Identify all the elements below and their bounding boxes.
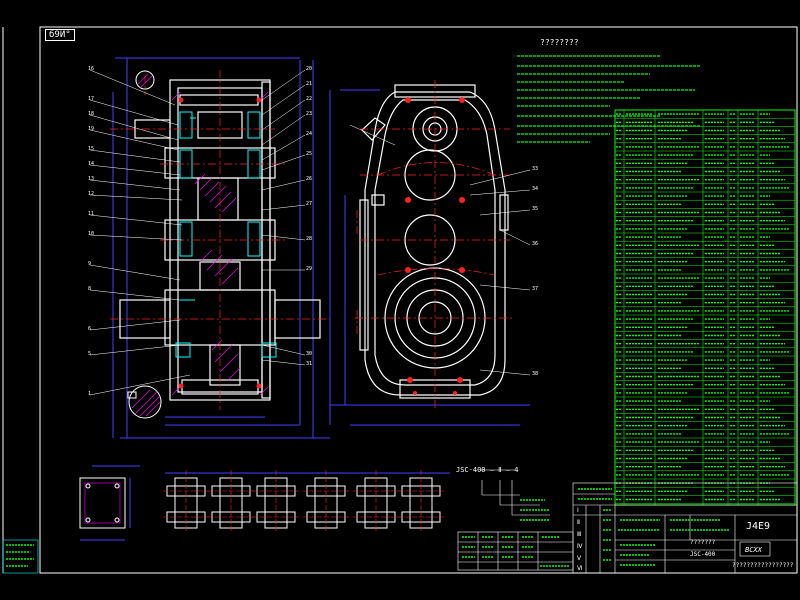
- svg-text:37: 37: [532, 286, 538, 292]
- svg-text:Ⅰ: Ⅰ: [577, 507, 579, 514]
- svg-text:11: 11: [88, 211, 94, 217]
- svg-text:14: 14: [88, 161, 94, 167]
- svg-text:8: 8: [88, 286, 91, 292]
- coupling-detail: [208, 470, 254, 532]
- svg-text:Ⅲ: Ⅲ: [577, 531, 581, 538]
- svg-text:Ⅳ: Ⅳ: [577, 543, 583, 550]
- svg-text:23: 23: [306, 111, 312, 117]
- title-block-name: ???????: [690, 539, 716, 546]
- svg-text:25: 25: [306, 151, 312, 157]
- svg-text:18: 18: [88, 111, 94, 117]
- logo-mark: BCXX: [745, 546, 763, 554]
- svg-text:24: 24: [306, 131, 312, 137]
- title-block-drawing-id: J4E9: [746, 521, 771, 532]
- svg-text:35: 35: [532, 206, 538, 212]
- svg-text:5: 5: [88, 351, 91, 357]
- svg-text:15: 15: [88, 146, 94, 152]
- svg-text:19: 19: [88, 126, 94, 132]
- title-block-caption: ?????????????????: [732, 562, 794, 569]
- drawing-border: [39, 26, 798, 574]
- svg-text:1: 1: [88, 391, 91, 397]
- model-scheme: JSC-400 — Ⅱ — 4: [456, 466, 519, 474]
- technical-notes: [517, 55, 700, 143]
- coupling-detail: [163, 470, 209, 532]
- svg-text:12: 12: [88, 191, 94, 197]
- svg-text:31: 31: [306, 361, 312, 367]
- svg-text:27: 27: [306, 201, 312, 207]
- svg-text:36: 36: [532, 241, 538, 247]
- frame-tag: б9И°: [45, 29, 75, 41]
- svg-text:22: 22: [306, 96, 312, 102]
- svg-text:34: 34: [532, 186, 538, 192]
- svg-text:13: 13: [88, 176, 94, 182]
- svg-text:30: 30: [306, 351, 312, 357]
- svg-text:21: 21: [306, 81, 312, 87]
- svg-text:38: 38: [532, 371, 538, 377]
- front-view: 33 34 35 36 37 38: [329, 80, 538, 426]
- svg-text:9: 9: [88, 261, 91, 267]
- notes-title: ????????: [540, 38, 579, 47]
- svg-text:10: 10: [88, 231, 94, 237]
- coupling-detail: [353, 470, 399, 532]
- svg-text:26: 26: [306, 176, 312, 182]
- parts-list: [614, 109, 796, 506]
- svg-text:29: 29: [306, 266, 312, 272]
- title-block: [572, 482, 798, 574]
- svg-text:Ⅱ: Ⅱ: [577, 519, 580, 526]
- coupling-detail: [253, 470, 299, 532]
- svg-text:6: 6: [88, 326, 91, 332]
- svg-text:Ⅴ: Ⅴ: [577, 555, 582, 562]
- svg-text:33: 33: [532, 166, 538, 172]
- svg-text:17: 17: [88, 96, 94, 102]
- coupling-detail: [398, 470, 444, 532]
- detail-views: [79, 465, 450, 541]
- title-block-model: JSC-400: [690, 551, 716, 558]
- svg-text:16: 16: [88, 66, 94, 72]
- svg-text:20: 20: [306, 66, 312, 72]
- svg-text:28: 28: [306, 236, 312, 242]
- svg-text:Ⅵ: Ⅵ: [577, 565, 583, 572]
- sectional-view: 16 17 18 19 15 14 13 12 11 10 9 8 6 5 1 20 21 22 23 2…: [88, 57, 330, 439]
- coupling-detail: [303, 470, 349, 532]
